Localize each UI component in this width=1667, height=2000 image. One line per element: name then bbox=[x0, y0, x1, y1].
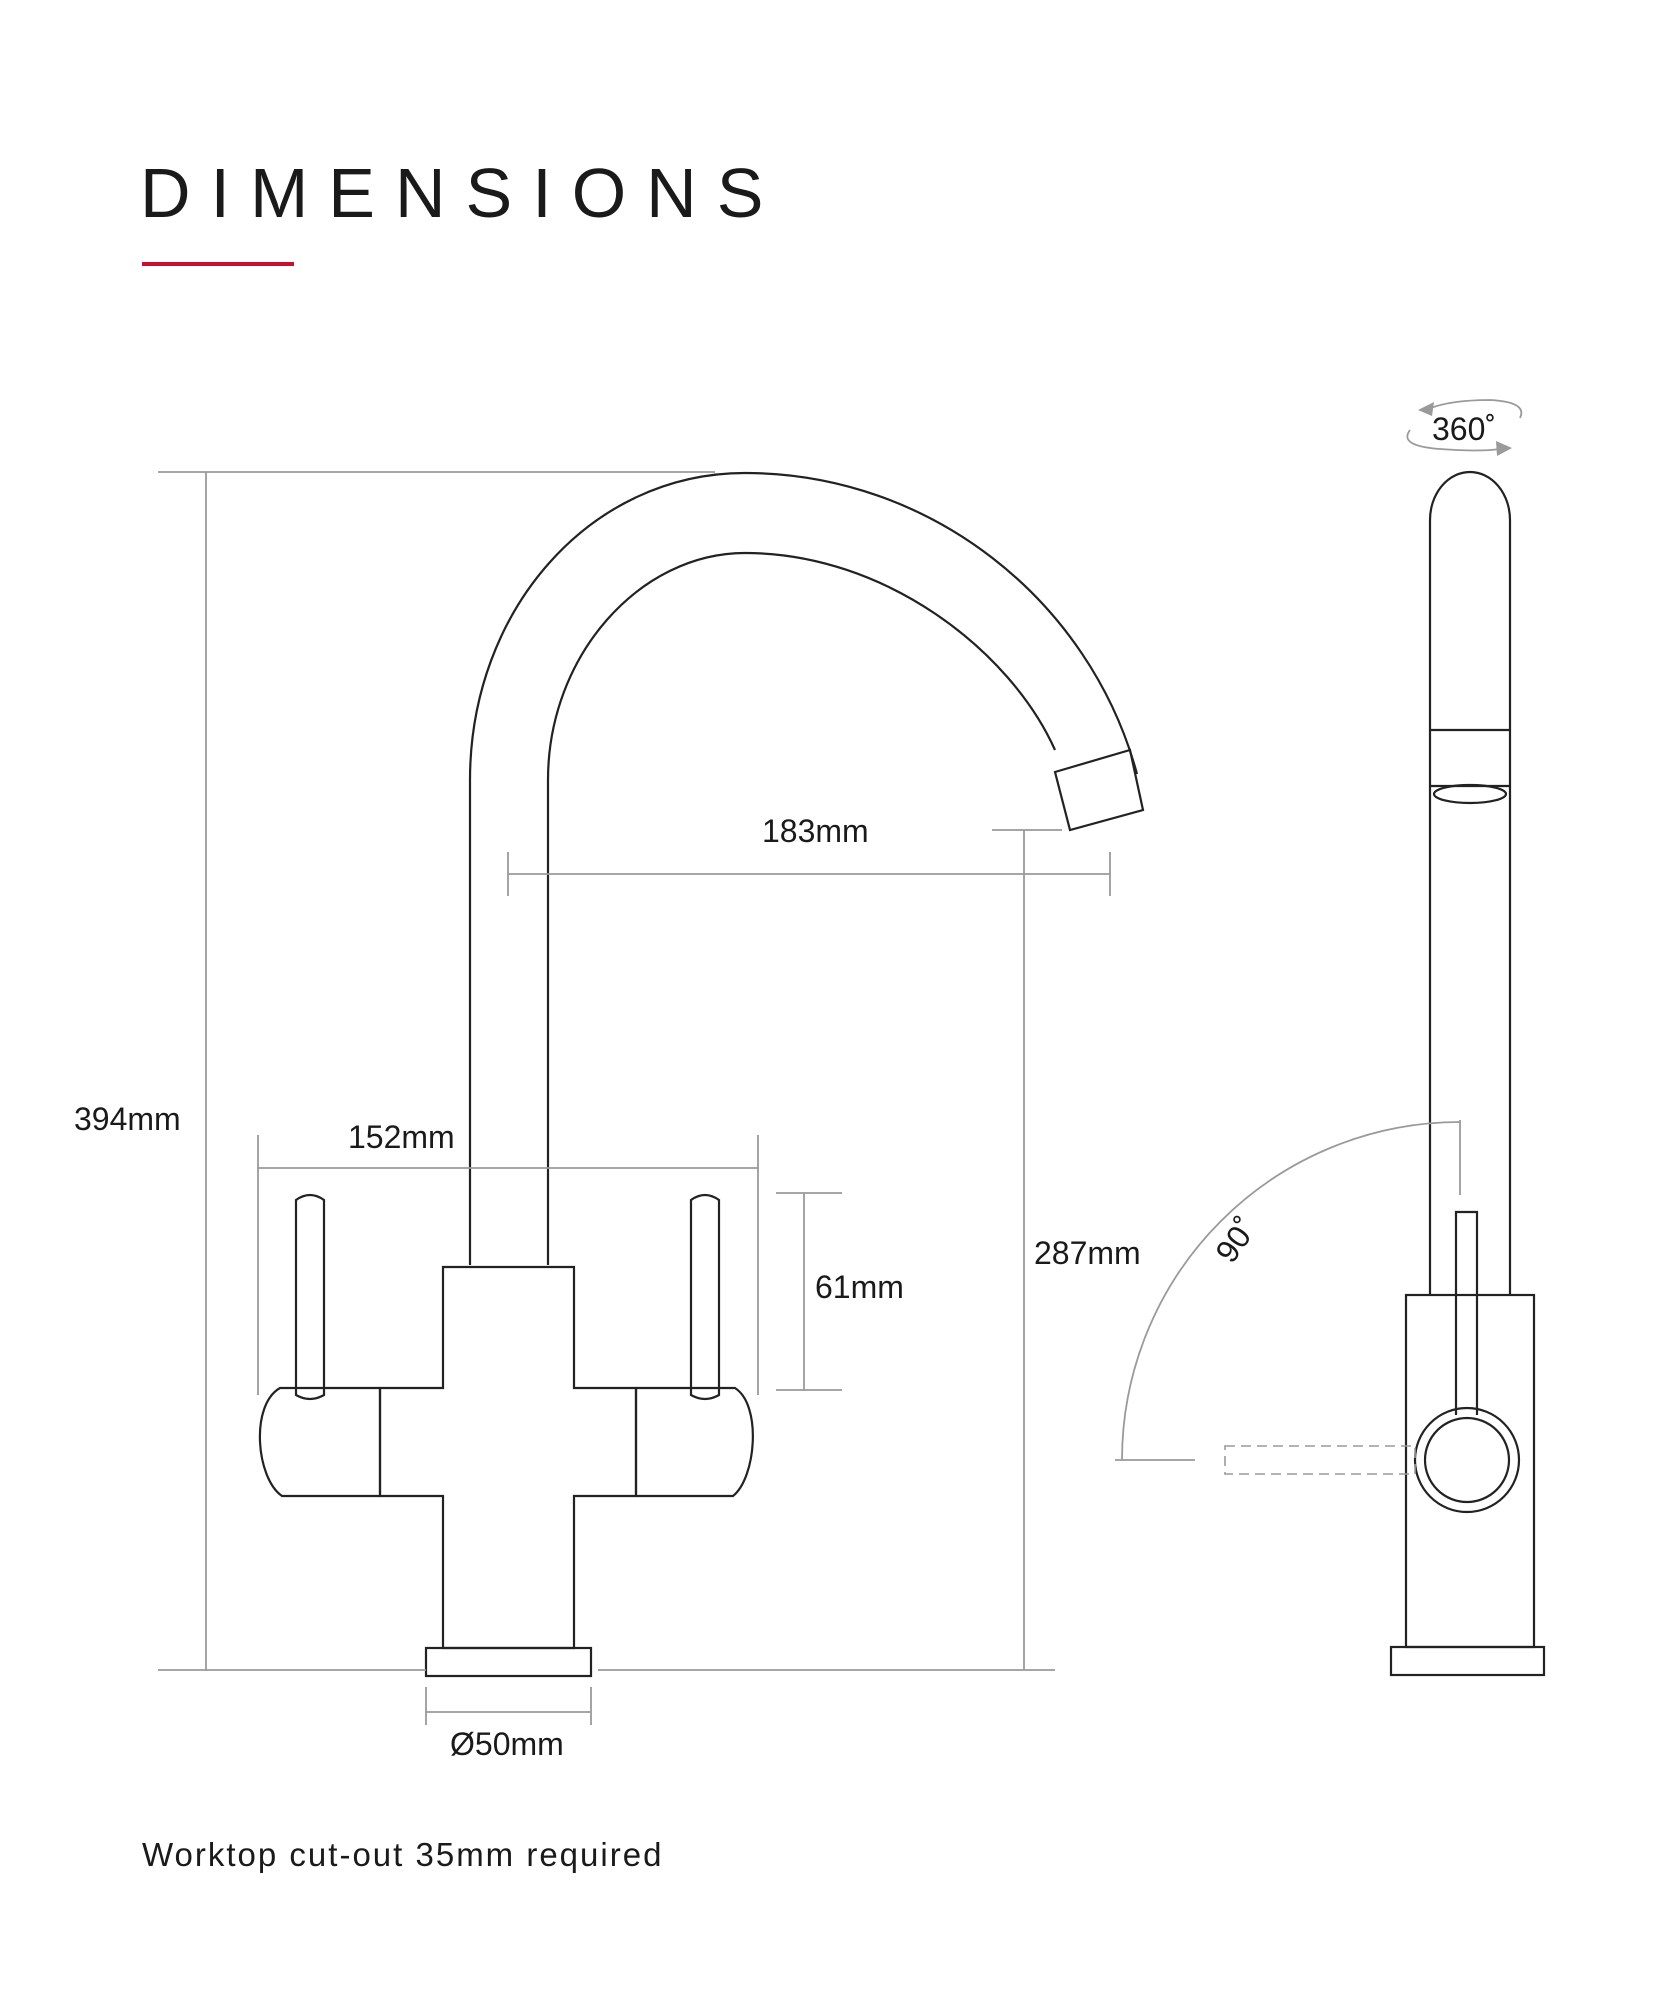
spout-aerator bbox=[1053, 748, 1145, 832]
side-view-tap bbox=[1224, 470, 1546, 1677]
left-handle-hub bbox=[258, 1386, 380, 1498]
spout-outer bbox=[468, 471, 1139, 1265]
tap-body bbox=[378, 1265, 638, 1650]
base-plate bbox=[424, 1646, 593, 1678]
side-body bbox=[1404, 1293, 1536, 1649]
handle-height-label: 61mm bbox=[815, 1269, 904, 1305]
right-handle-hub bbox=[636, 1386, 754, 1498]
side-collar-ring bbox=[1432, 783, 1508, 805]
worktop-note: Worktop cut-out 35mm required bbox=[142, 1836, 664, 1873]
spout-reach-label: 183mm bbox=[762, 813, 869, 849]
lever-angle-label: 90˚ bbox=[1208, 1210, 1264, 1269]
handle-span-label: 152mm bbox=[348, 1119, 455, 1155]
left-lever bbox=[294, 1193, 326, 1401]
front-dimension-lines bbox=[158, 471, 1111, 1725]
side-handle-inner bbox=[1423, 1416, 1511, 1504]
side-lever bbox=[1454, 1210, 1479, 1415]
side-base-plate bbox=[1389, 1645, 1546, 1677]
base-diameter-label: Ø50mm bbox=[450, 1726, 564, 1762]
spout-inner bbox=[546, 551, 1057, 1265]
swivel-label: 360˚ bbox=[1432, 411, 1496, 447]
front-view-tap bbox=[258, 471, 1145, 1678]
side-spout bbox=[1428, 470, 1512, 1295]
title-underline bbox=[142, 262, 294, 266]
total-height-label: 394mm bbox=[74, 1101, 181, 1137]
page-title: DIMENSIONS bbox=[140, 154, 784, 232]
side-annotations bbox=[1115, 399, 1523, 1461]
right-lever bbox=[689, 1193, 721, 1401]
side-handle-outer bbox=[1413, 1406, 1521, 1514]
spout-height-label: 287mm bbox=[1034, 1235, 1141, 1271]
side-lever-ghost bbox=[1224, 1445, 1416, 1475]
